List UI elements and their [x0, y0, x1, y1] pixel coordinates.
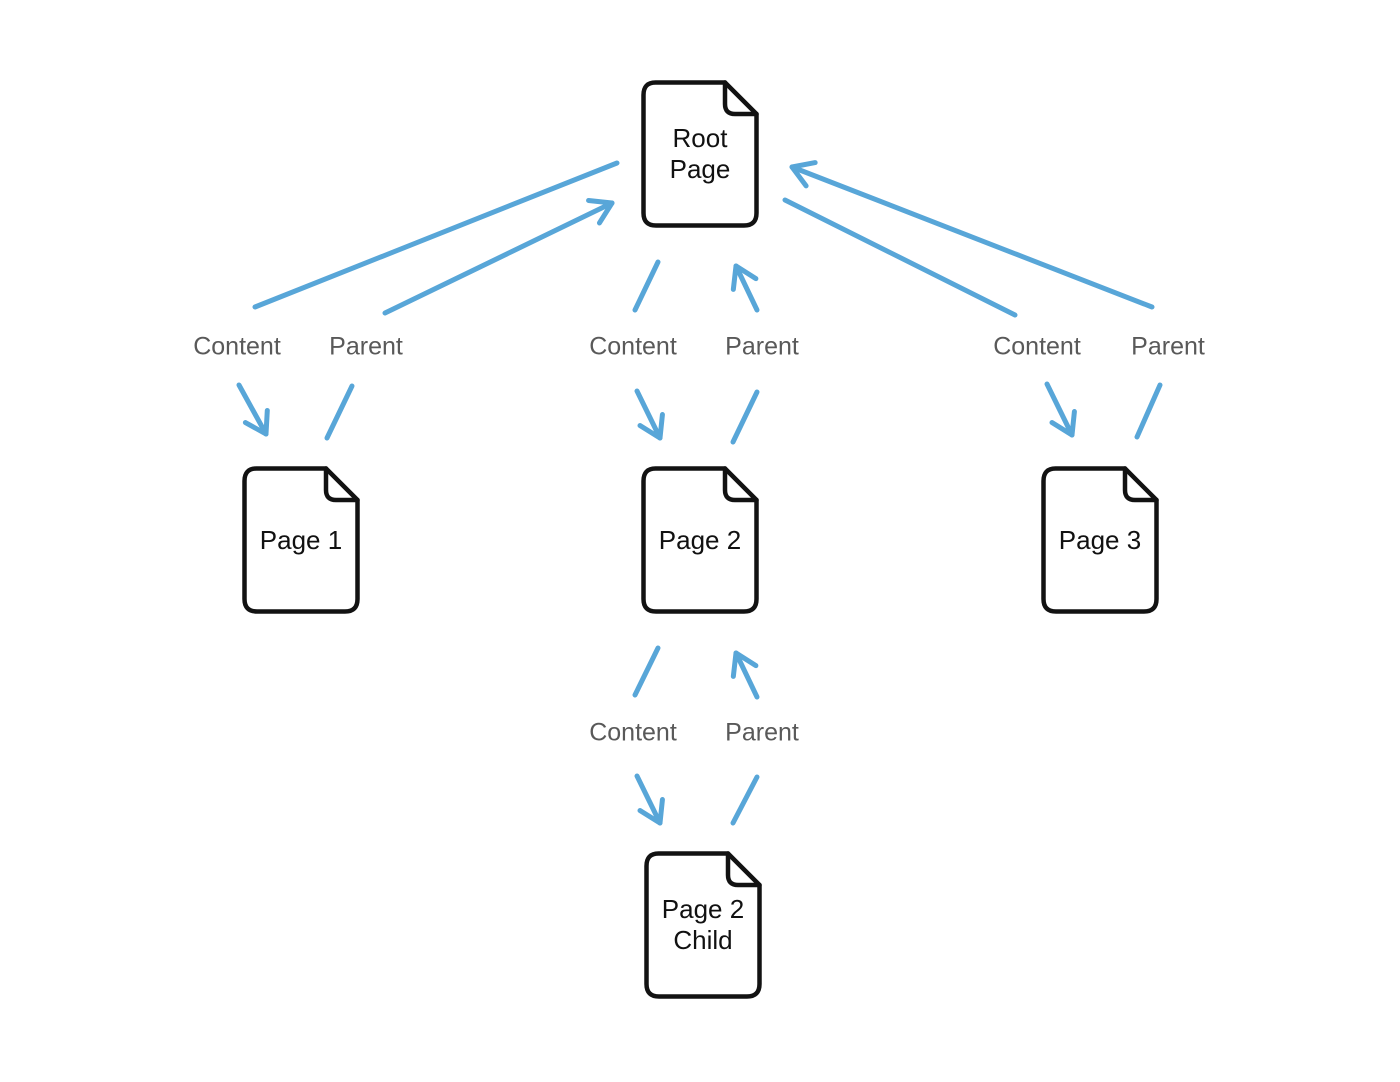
- edge-label-parent: Parent: [725, 332, 799, 361]
- document-icon: [641, 466, 759, 614]
- parent-arrow-lower-segment: [324, 383, 355, 441]
- node-label: Root Page: [669, 123, 731, 184]
- edge-label-content: Content: [589, 718, 677, 747]
- parent-arrow-upper-segment: [730, 650, 760, 700]
- content-arrow-upper-segment: [632, 259, 661, 313]
- edge-label-parent: Parent: [725, 718, 799, 747]
- content-arrow-lower-segment: [634, 388, 665, 441]
- edge-rootpage-page1: [236, 160, 620, 441]
- node-label: Page 2 Child: [661, 894, 745, 955]
- node-label: Page 3: [1058, 524, 1142, 555]
- content-arrow-lower-segment: [1044, 381, 1077, 438]
- parent-arrow-lower-segment: [730, 774, 760, 826]
- edge-label-parent: Parent: [329, 332, 403, 361]
- document-icon: [644, 851, 762, 999]
- document-icon: [242, 466, 360, 614]
- node-page-1: Page 1: [242, 466, 360, 614]
- node-page-2: Page 2: [641, 466, 759, 614]
- content-arrow-lower-segment: [236, 382, 270, 437]
- edge-page2-page2child: [632, 645, 760, 826]
- edge-label-content: Content: [193, 332, 281, 361]
- document-icon: [641, 80, 759, 228]
- document-icon: [1041, 466, 1159, 614]
- edge-rootpage-page3: [782, 160, 1163, 440]
- node-page-2-child: Page 2 Child: [644, 851, 762, 999]
- content-arrow-lower-segment: [634, 773, 665, 826]
- parent-arrow-upper-segment: [382, 197, 615, 316]
- node-page-3: Page 3: [1041, 466, 1159, 614]
- edge-label-content: Content: [993, 332, 1081, 361]
- node-root-page: Root Page: [641, 80, 759, 228]
- edge-rootpage-page2: [632, 259, 760, 445]
- parent-arrow-lower-segment: [1134, 382, 1163, 440]
- parent-arrow-upper-segment: [730, 263, 760, 313]
- edge-label-parent: Parent: [1131, 332, 1205, 361]
- content-arrow-upper-segment: [632, 645, 661, 698]
- content-arrow-upper-segment: [782, 197, 1018, 318]
- edge-label-content: Content: [589, 332, 677, 361]
- node-label: Page 1: [259, 524, 343, 555]
- parent-arrow-lower-segment: [730, 389, 760, 445]
- node-label: Page 2: [658, 524, 742, 555]
- parent-arrow-upper-segment: [789, 160, 1155, 310]
- content-arrow-upper-segment: [252, 160, 620, 310]
